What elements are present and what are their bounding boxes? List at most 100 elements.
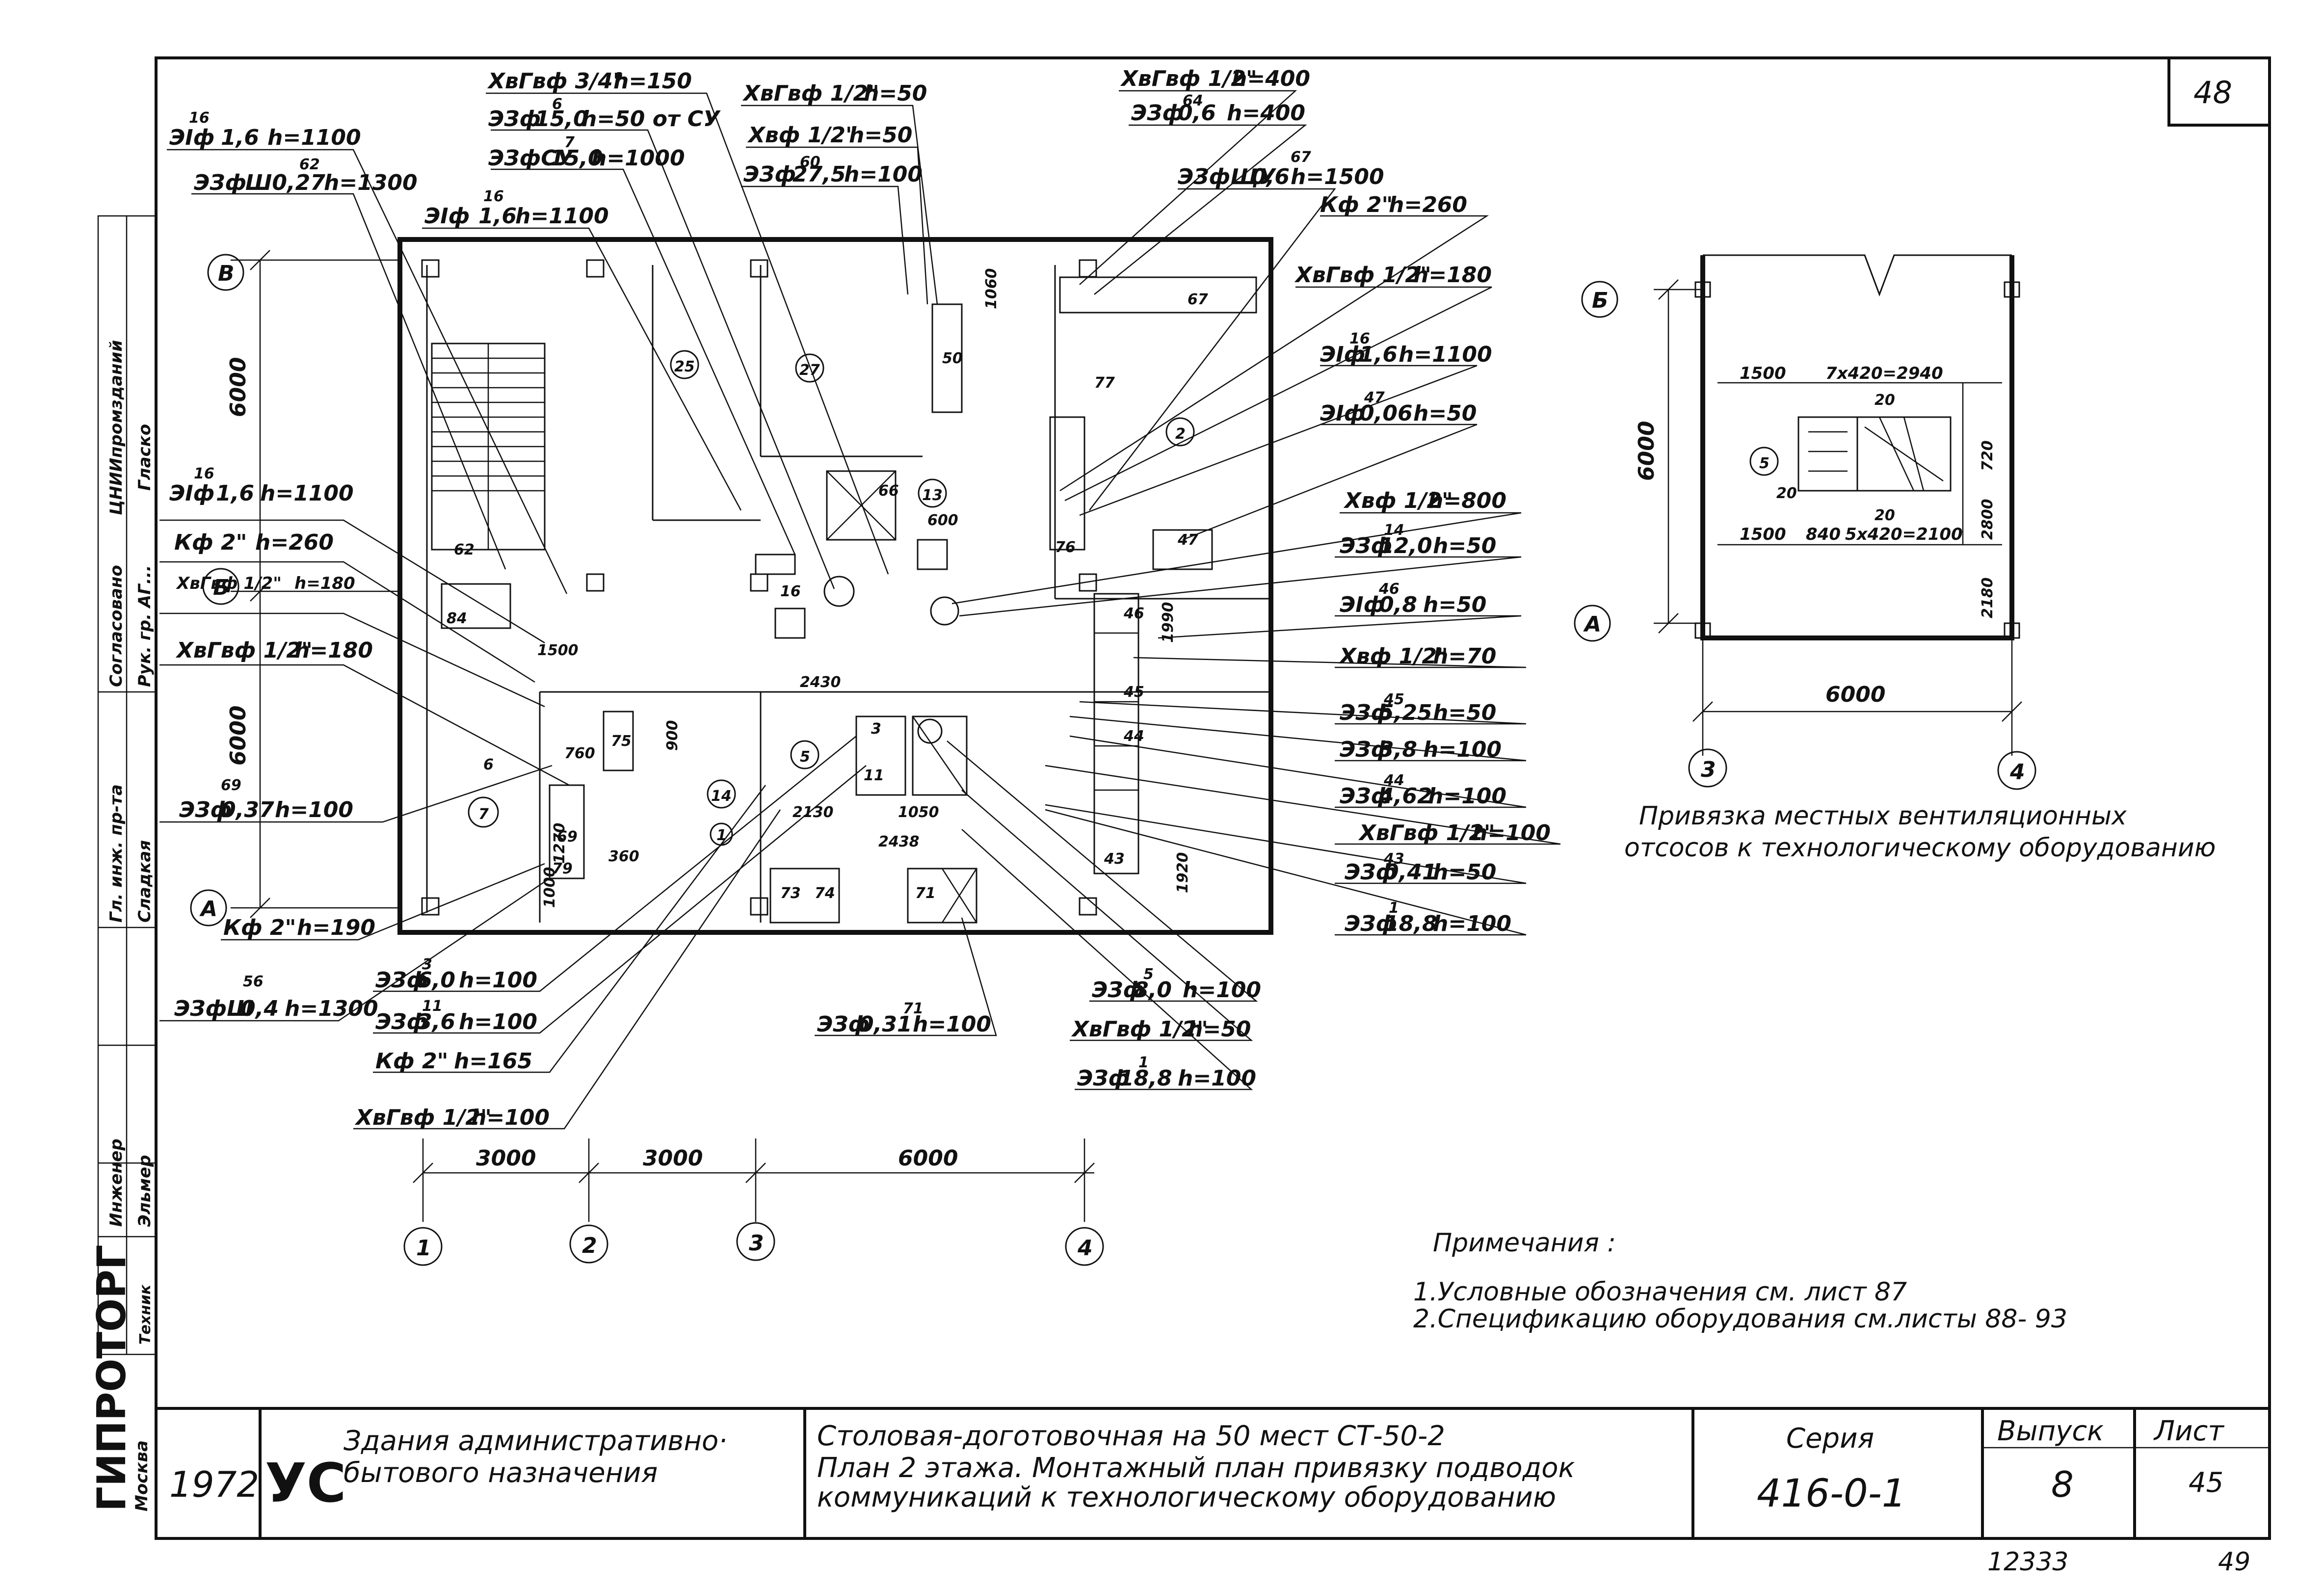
room-13: 13 (922, 487, 943, 504)
room-7: 7 (478, 806, 489, 823)
cl-bot-5-label: ЭЗф (1092, 978, 1144, 1003)
cl-right-2-h: h=1100 (1399, 342, 1492, 367)
eq-50: 50 (942, 350, 963, 367)
cl-right-1-label: ХвГвф 1/2" (1294, 263, 1431, 288)
eq-45: 45 (1123, 684, 1144, 701)
cl-left-2-sup: 16 (194, 465, 214, 482)
tb-issue-label: Выпуск (1997, 1415, 2104, 1447)
floor-plan: 25 27 2 13 14 5 1 7 6 67 66 62 84 75 73 … (190, 237, 1273, 1266)
cl-bot-5-val: 8,0 (1134, 978, 1172, 1003)
axis-col-3: 3 (749, 1231, 764, 1256)
cl-top-2-val: 15,0 (550, 146, 603, 171)
detail-axis-row-a: А (1583, 612, 1601, 637)
eq-75: 75 (611, 733, 632, 750)
cl-bot-7-val: 18,8 (1119, 1066, 1172, 1091)
cl-bot-2-h: h=165 (454, 1049, 532, 1074)
cl-right-9-val: 3,8 (1379, 737, 1417, 762)
eq-11: 11 (864, 767, 884, 784)
notes-item-1: 1.Условные обозначения см. лист 87 (1413, 1277, 1907, 1307)
cl-right-13-sup: 1 (1389, 900, 1399, 917)
col-dim-0: 3000 (476, 1146, 536, 1171)
detail-dim-right-b: 720 (1979, 440, 1996, 471)
cl-left-0-sup: 16 (189, 109, 210, 127)
cl-top-9-val: 0,6 (1251, 164, 1290, 189)
col-dim-1: 3000 (643, 1146, 703, 1171)
inner-dim-2: 2130 (792, 804, 834, 821)
detail-dim-width: 6000 (1825, 682, 1885, 707)
axis-row-a: А (199, 897, 217, 922)
cl-left-5-h: h=180 (294, 638, 373, 663)
cl-bot-7-h: h=100 (1178, 1066, 1256, 1091)
cl-right-12-h: h=50 (1433, 860, 1496, 885)
cl-bot-1-label: ЭЗф (375, 1009, 428, 1034)
inner-dim-8: 760 (564, 745, 595, 762)
cl-right-7-h: h=70 (1433, 644, 1496, 669)
stamp-name-0: ЦНИИпромзданий (106, 340, 126, 515)
inner-dim-11: 1990 (1160, 602, 1177, 643)
tb-series: 416-0-1 (1757, 1472, 1906, 1516)
footer-code: 12333 (1987, 1547, 2068, 1577)
cl-top-2-h: h=1000 (591, 146, 685, 171)
cl-bot-1-val: 3,6 (417, 1009, 455, 1034)
eq-74: 74 (815, 885, 835, 902)
cl-bot-7-sup: 1 (1138, 1054, 1149, 1071)
cl-right-3-sup: 47 (1364, 389, 1385, 406)
cl-top-0-label: ХвГвф 3/4" (487, 69, 624, 94)
cl-bot-4-h: h=100 (913, 1012, 991, 1037)
cl-left-1-val: Ш0,27 (245, 170, 325, 195)
axis-col-2: 2 (582, 1233, 597, 1258)
cl-right-9-h: h=100 (1423, 737, 1502, 762)
cl-top-8-sup: 64 (1183, 92, 1203, 109)
axis-col-1: 1 (416, 1236, 431, 1261)
stamp-role-2: Гл. инж. пр-та (106, 784, 126, 923)
inner-dim-5: 2430 (800, 674, 841, 691)
eq-73: 73 (780, 885, 801, 902)
stamp-name-3: Эльмер (135, 1155, 155, 1227)
cl-left-1-h: h=1300 (324, 170, 418, 195)
cl-left-5-label: ХвГвф 1/2" (175, 638, 313, 663)
stamp-role-3: Инженер (106, 1138, 126, 1227)
tb-building-1: Здания административно· (343, 1425, 727, 1457)
axis-row-v: В (218, 261, 235, 286)
stamp-role-0: Согласовано (106, 565, 126, 687)
cl-bot-6-label: ХвГвф 1/2" (1071, 1017, 1208, 1042)
tb-series-label: Серия (1786, 1423, 1874, 1455)
cl-right-9-label: ЭЗф (1340, 737, 1392, 762)
cl-bot-1-sup: 11 (422, 998, 443, 1015)
cl-top-3-h: h=1100 (515, 204, 609, 229)
cl-left-7-h: h=190 (297, 915, 375, 940)
inner-dim-10: 1000 (541, 867, 558, 908)
room-27: 27 (799, 362, 820, 379)
tb-issue: 8 (2051, 1464, 2074, 1505)
cl-top-7-label: ХвГвф 1/2" (1120, 66, 1257, 91)
tb-desc-1: Столовая-доготовочная на 50 мест СТ-50-2 (817, 1420, 1445, 1452)
detail-n20c: 20 (1875, 507, 1895, 524)
cl-right-8-h: h=50 (1433, 700, 1496, 725)
eq-67: 67 (1188, 291, 1208, 308)
cl-right-4-label: Хвф 1/2" (1343, 488, 1453, 513)
row-dim-lower: 6000 (226, 706, 251, 766)
detail-room-5: 5 (1759, 455, 1769, 472)
stair (431, 343, 546, 551)
room-5: 5 (800, 748, 810, 766)
cl-right-6-label: ЭIф (1340, 592, 1385, 617)
cl-left-8-sup: 56 (243, 973, 264, 990)
cl-bot-3-label: ХвГвф 1/2" (354, 1105, 492, 1130)
room-2: 2 (1175, 425, 1186, 443)
cl-right-5-label: ЭЗф (1340, 533, 1392, 558)
cl-right-6-val: 0,8 (1379, 592, 1417, 617)
cl-left-6-val: 0,37 (221, 797, 274, 822)
detail-caption-1: Привязка местных вентиляционных (1639, 801, 2127, 831)
cl-left-6-h: h=100 (275, 797, 353, 822)
cl-top-1-h: h=50 от СУ (581, 106, 721, 132)
detail-n20b: 20 (1776, 485, 1797, 502)
tb-desc-2: План 2 этажа. Монтажный план привязку по… (817, 1452, 1575, 1484)
detail-dim-top-right: 7х420=2940 (1825, 364, 1943, 383)
col-dim-2: 6000 (898, 1146, 958, 1171)
tb-building-2: бытового назначения (343, 1457, 658, 1489)
stamp-city: Москва (132, 1440, 152, 1511)
eq-3: 3 (871, 720, 881, 738)
cl-top-6-val: 27,5 (792, 162, 846, 187)
eq-76: 76 (1055, 539, 1076, 556)
cl-top-8-val: 0,6 (1178, 101, 1216, 126)
